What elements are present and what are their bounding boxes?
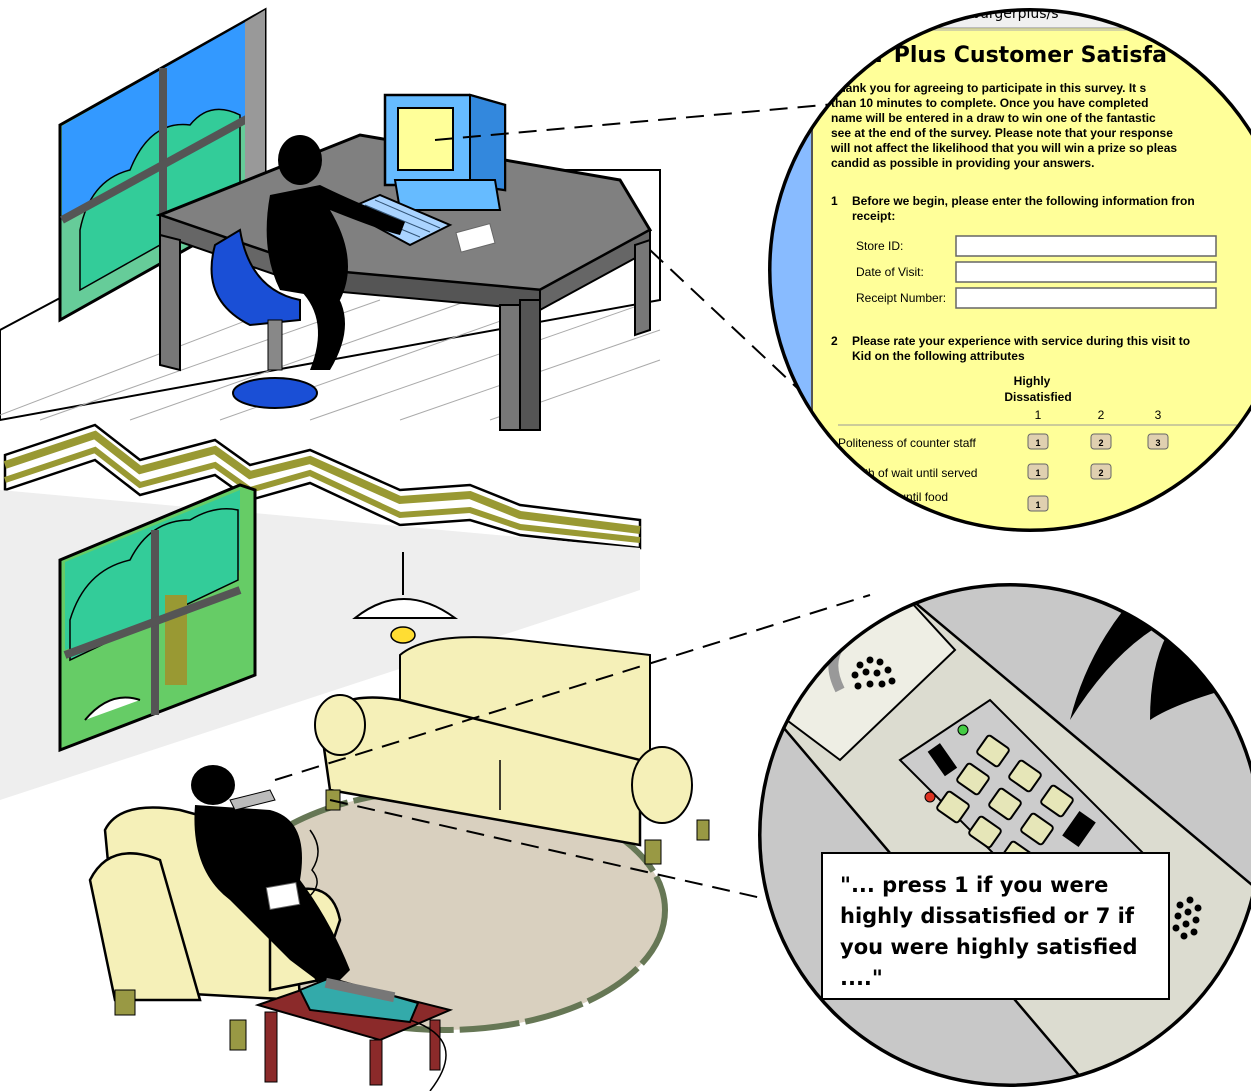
rating-button[interactable]: 3	[1148, 434, 1168, 449]
q1-text-line2: receipt:	[852, 209, 895, 223]
phone-magnifier	[750, 580, 1251, 1091]
survey-magnifier: clariom.com/burgerplus/s urger Plus Cust…	[760, 0, 1251, 540]
prompt-line-1: "... press 1 if you were	[840, 873, 1108, 897]
q2-text-line2: Kid on the following attributes	[852, 349, 1025, 363]
field-label-receipt-number: Receipt Number:	[856, 291, 946, 305]
q1-text-line1: Before we begin, please enter the follow…	[852, 194, 1195, 208]
intro-line-6: candid as possible in providing your ans…	[831, 156, 1094, 170]
q2-number: 2	[831, 334, 838, 348]
prompt-line-3: you were highly satisfied	[840, 935, 1138, 959]
rating-button[interactable]: 1	[1028, 464, 1048, 479]
phone-prompt-callout: "... press 1 if you were highly dissatis…	[822, 853, 1169, 999]
q2-text-line1: Please rate your experience with service…	[852, 334, 1190, 348]
scale-number-1: 1	[1035, 408, 1042, 422]
red-led-icon	[925, 792, 935, 802]
prompt-line-2: highly dissatisfied or 7 if	[840, 904, 1135, 928]
scale-number-3: 3	[1155, 408, 1162, 422]
rating-button[interactable]: 1	[1028, 434, 1048, 449]
intro-line-4: see at the end of the survey. Please not…	[831, 126, 1173, 140]
lower-room	[0, 485, 709, 1091]
svg-text:1: 1	[1035, 500, 1040, 510]
intro-line-1: Thank you for agreeing to participate in…	[831, 81, 1147, 95]
q1-number: 1	[831, 194, 838, 208]
prompt-line-4: ...."	[840, 966, 883, 990]
store-id-input[interactable]	[956, 236, 1216, 256]
rating-row-label: Politeness of counter staff	[838, 436, 977, 450]
intro-line-2: than 10 minutes to complete. Once you ha…	[831, 96, 1148, 110]
rating-button[interactable]: 2	[1091, 464, 1111, 479]
field-label-date-of-visit: Date of Visit:	[856, 265, 924, 279]
scale-header-line2: Dissatisfied	[1004, 390, 1071, 404]
svg-text:2: 2	[1098, 468, 1103, 478]
rating-row-label: th of wait until food	[848, 490, 948, 504]
field-label-store-id: Store ID:	[856, 239, 903, 253]
intro-line-5: will not affect the likelihood that you …	[830, 141, 1177, 155]
scale-number-2: 2	[1098, 408, 1105, 422]
upper-room	[0, 0, 660, 430]
svg-text:3: 3	[1155, 438, 1160, 448]
svg-text:1: 1	[1035, 438, 1040, 448]
intro-line-3: name will be entered in a draw to win on…	[831, 111, 1156, 125]
green-led-icon	[958, 725, 968, 735]
rating-button[interactable]: 1	[1028, 496, 1048, 511]
receipt-number-input[interactable]	[956, 288, 1216, 308]
date-of-visit-input[interactable]	[956, 262, 1216, 282]
svg-text:2: 2	[1098, 438, 1103, 448]
svg-text:1: 1	[1035, 468, 1040, 478]
scale-header-line1: Highly	[1014, 374, 1051, 388]
rating-button[interactable]: 2	[1091, 434, 1111, 449]
